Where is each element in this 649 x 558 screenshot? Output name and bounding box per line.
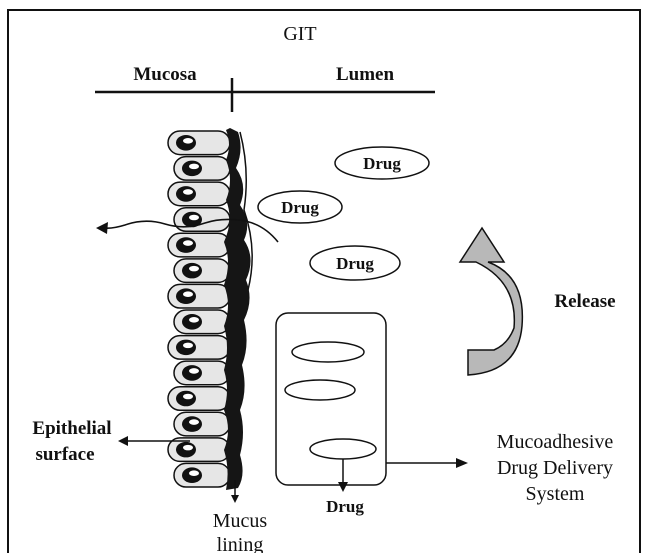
release-curved-arrow-icon [460, 228, 522, 375]
drug-bubble-3-label: Drug [336, 254, 374, 273]
system-label-line-1: Mucoadhesive [497, 431, 614, 453]
epithelial-label-line-1: Epithelial [32, 418, 111, 439]
absorption-arrowhead [96, 222, 108, 234]
system-label-line-3: System [526, 483, 585, 505]
mucus-label-line-1: Mucus [213, 510, 268, 532]
epithelial-cells [168, 131, 230, 487]
release-label: Release [554, 291, 615, 312]
drug-particle-3 [310, 439, 376, 459]
nucleus-highlight [189, 419, 199, 425]
epithelial-arrowhead [118, 436, 128, 446]
nucleus-highlight [183, 240, 193, 246]
epithelial-label-line-2: surface [35, 444, 94, 465]
drug-particle-1 [292, 342, 364, 362]
nucleus-highlight [189, 368, 199, 374]
nucleus-highlight [189, 317, 199, 323]
drug-particle-2 [285, 380, 355, 400]
mucosa-label: Mucosa [133, 64, 197, 85]
mucus-label-line-2: lining [217, 534, 264, 553]
title-text: GIT [283, 23, 316, 45]
nucleus-highlight [189, 215, 199, 221]
drug-bubble-2-label: Drug [281, 198, 319, 217]
system-arrowhead [456, 458, 468, 468]
nucleus-highlight [183, 138, 193, 144]
bottom-drug-label: Drug [326, 497, 364, 516]
nucleus-highlight [183, 343, 193, 349]
drug-bubble-1: Drug [335, 147, 429, 179]
nucleus-highlight [189, 266, 199, 272]
drug-bubble-2: Drug [258, 191, 342, 223]
drug-bubble-3: Drug [310, 246, 400, 280]
drug-release-arrowhead [338, 482, 348, 492]
system-label-line-2: Drug Delivery [497, 457, 613, 479]
nucleus-highlight [189, 470, 199, 476]
drug-bubble-1-label: Drug [363, 154, 401, 173]
nucleus-highlight [183, 291, 193, 297]
nucleus-highlight [183, 189, 193, 195]
nucleus-highlight [183, 394, 193, 400]
nucleus-highlight [183, 445, 193, 451]
lumen-label: Lumen [336, 64, 395, 85]
mucus-arrowhead [231, 495, 239, 503]
nucleus-highlight [189, 164, 199, 170]
